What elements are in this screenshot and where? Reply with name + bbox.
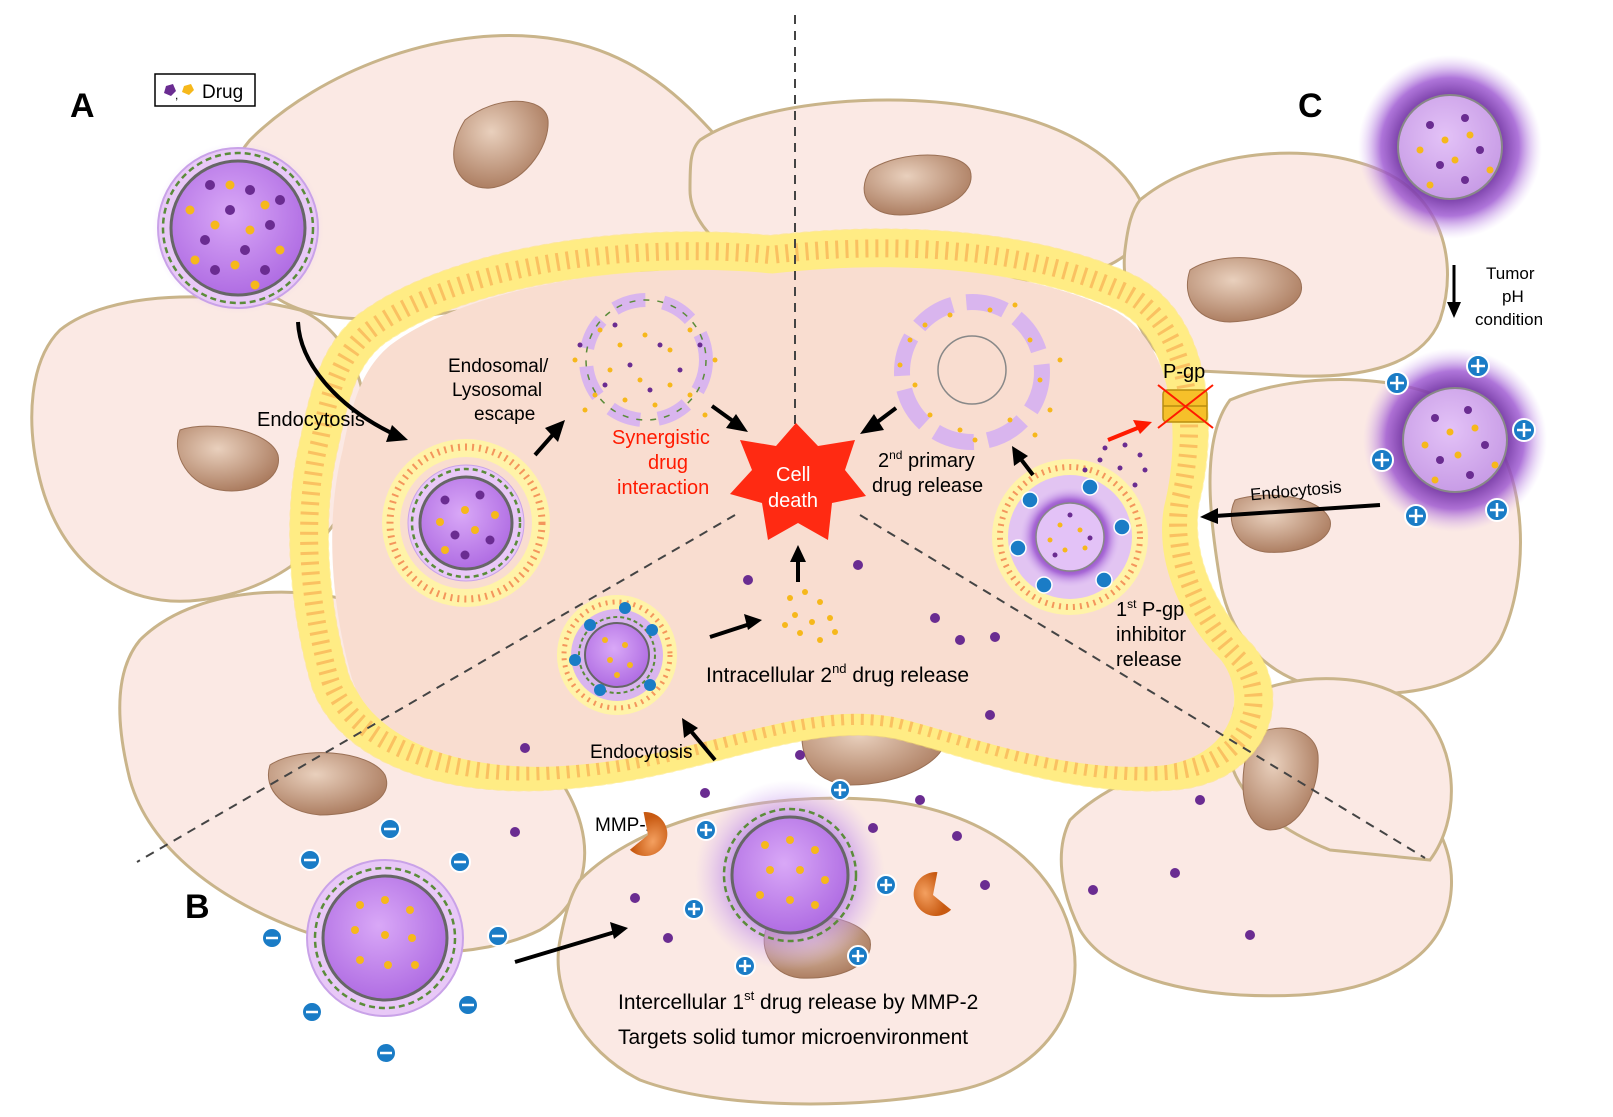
label-endo-escape-1: Endosomal/ [448,356,549,377]
arrow-inner-to-release [709,622,751,639]
label-endo-escape-3: escape [474,404,535,425]
arrowhead [545,420,565,442]
divider-right [859,514,1426,859]
arrowhead [744,614,762,630]
scattered-drug-molecules [510,560,1255,943]
nanoparticle-c-neutral [1358,55,1542,239]
label-intercellular: Intercellular 1st drug release by MMP-2 [618,988,978,1014]
panel-label-c: C [1298,87,1323,125]
plus-sign-glyphs [688,359,1531,972]
plus-charges [1009,478,1131,594]
nanoparticle-b-intracellular [557,595,677,715]
nucleus-8 [1242,727,1319,831]
endosome-pgp-inhibitor-particle [992,442,1148,615]
membrane-beads [289,228,1274,792]
arrowhead [860,414,884,434]
arrow-endocytosis-b [688,728,717,762]
label-pgp: P-gp [1163,361,1205,383]
endosome-with-nanoparticle [382,439,550,607]
legend-separator: , [175,88,178,102]
mmp2-enzyme-icon [629,812,668,856]
nucleus-1 [453,100,549,189]
arrowhead [1133,420,1152,434]
arrowhead [1447,302,1461,318]
label-first-pgp-3: release [1116,649,1182,671]
arrow-endocytosis-c [1214,503,1381,518]
label-targets: Targets solid tumor microenvironment [618,1026,968,1049]
arrow-to-second-release [1018,456,1035,477]
label-cell-death-1: Cell [776,464,810,486]
sector-divider-lines [136,15,1426,863]
label-tumor-3: condition [1475,310,1543,329]
label-first-pgp-2: inhibitor [1116,624,1186,646]
nanoparticle-b-after-mmp2 [683,779,897,977]
label-intracellular: Intracellular 2nd drug release [706,661,969,687]
legend-drug-label: Drug [202,82,243,103]
cell-death-icon [730,423,866,540]
label-endocytosis-a: Endocytosis [257,409,365,431]
label-synergy-3: interaction [617,477,709,499]
arrowhead [1012,446,1028,466]
nanoparticle-a-free [152,142,324,314]
drug-legend: , Drug [154,73,256,107]
label-cell-death-2: death [768,490,818,512]
mmp2-enzyme-icon-2 [913,872,952,916]
label-tumor-1: Tumor [1486,264,1535,283]
arrowhead [610,922,628,939]
label-mmp2: MMP-2 [595,815,656,836]
arrow-np-to-tumor [514,930,616,964]
endocytosis-arrow-a [296,321,401,439]
red-arrow-to-pgp [1107,425,1141,442]
panel-label-a: A [70,87,95,125]
nanoparticle-b-negative [261,818,509,1064]
cell-death-star: Cell death [730,423,866,540]
nucleus-2 [863,154,972,216]
plus-charges-b [569,602,658,696]
label-endo-escape-2: Lysosomal [452,380,542,401]
nucleus-3 [1186,257,1303,323]
panel-label-b: B [185,888,210,926]
nucleus-4 [176,425,279,492]
arrowhead [682,718,698,738]
label-second-primary-2: drug release [872,475,983,497]
purple-drug-icon [164,84,176,96]
arrowhead [790,545,806,562]
nanoparticle-core [169,159,307,297]
arrowhead [726,414,748,432]
label-second-primary-1: 2nd primary [878,448,975,472]
label-endocytosis-b: Endocytosis [590,742,692,763]
nucleus-6 [268,752,388,816]
drug-cargo [200,180,285,275]
arrowhead [1200,508,1218,524]
second-drug-release-particle [894,294,1063,450]
nanoparticle-c-charged [1363,348,1547,532]
yellow-drug-icon [182,84,194,95]
label-synergy-2: drug [648,452,688,474]
released-second-drug [782,589,838,643]
cell-top-right [1122,151,1449,378]
pgp-pump: P-gp [1157,361,1214,429]
divider-left [136,514,736,863]
arrowhead [386,425,408,442]
endosomal-escape-particle [572,293,718,427]
label-tumor-2: pH [1502,287,1524,306]
label-synergy-1: Synergistic [612,427,710,449]
label-first-pgp-1: 1st P-gp [1116,597,1184,621]
